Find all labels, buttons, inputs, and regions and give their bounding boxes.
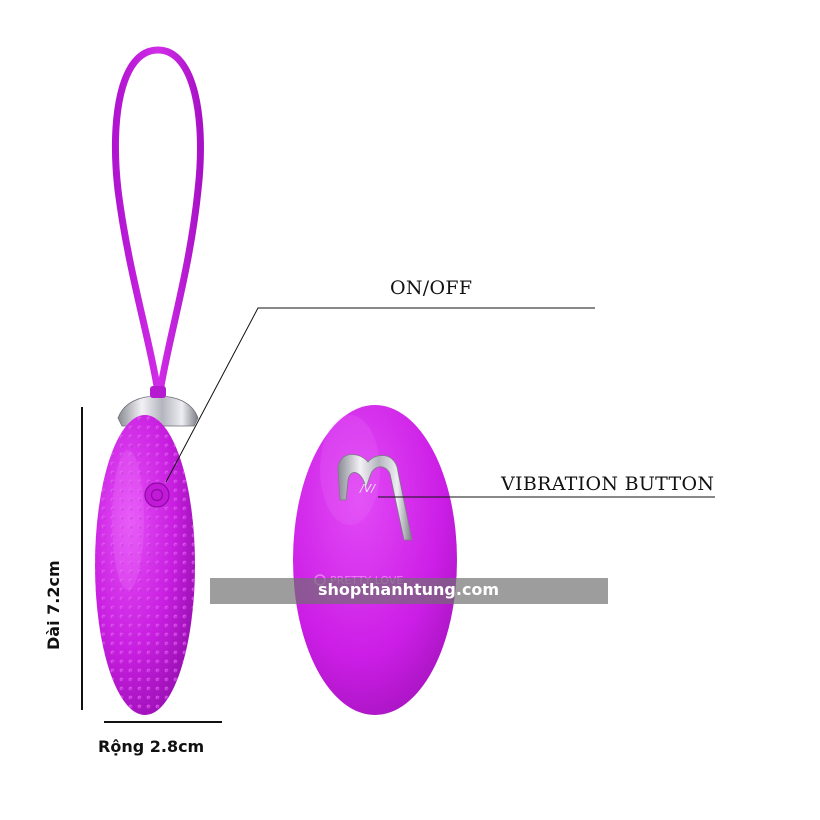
svg-text:/V/: /V/ <box>359 482 376 495</box>
watermark-band <box>210 578 608 604</box>
vibration-button-label: VIBRATION BUTTON <box>501 473 715 495</box>
on-off-callout-line <box>165 307 595 483</box>
on-off-label: ON/OFF <box>390 277 473 299</box>
remote-control <box>293 405 457 715</box>
vibration-button-icon: /V/ <box>337 454 413 541</box>
loop-base <box>150 386 166 398</box>
power-button-icon <box>144 482 170 508</box>
silicone-loop <box>111 46 204 396</box>
width-label: Rộng 2.8cm <box>98 737 205 756</box>
watermark-text: shopthanhtung.com <box>318 580 500 599</box>
length-label: Dài 7.2cm <box>44 560 63 650</box>
egg-vibrator <box>95 415 195 715</box>
